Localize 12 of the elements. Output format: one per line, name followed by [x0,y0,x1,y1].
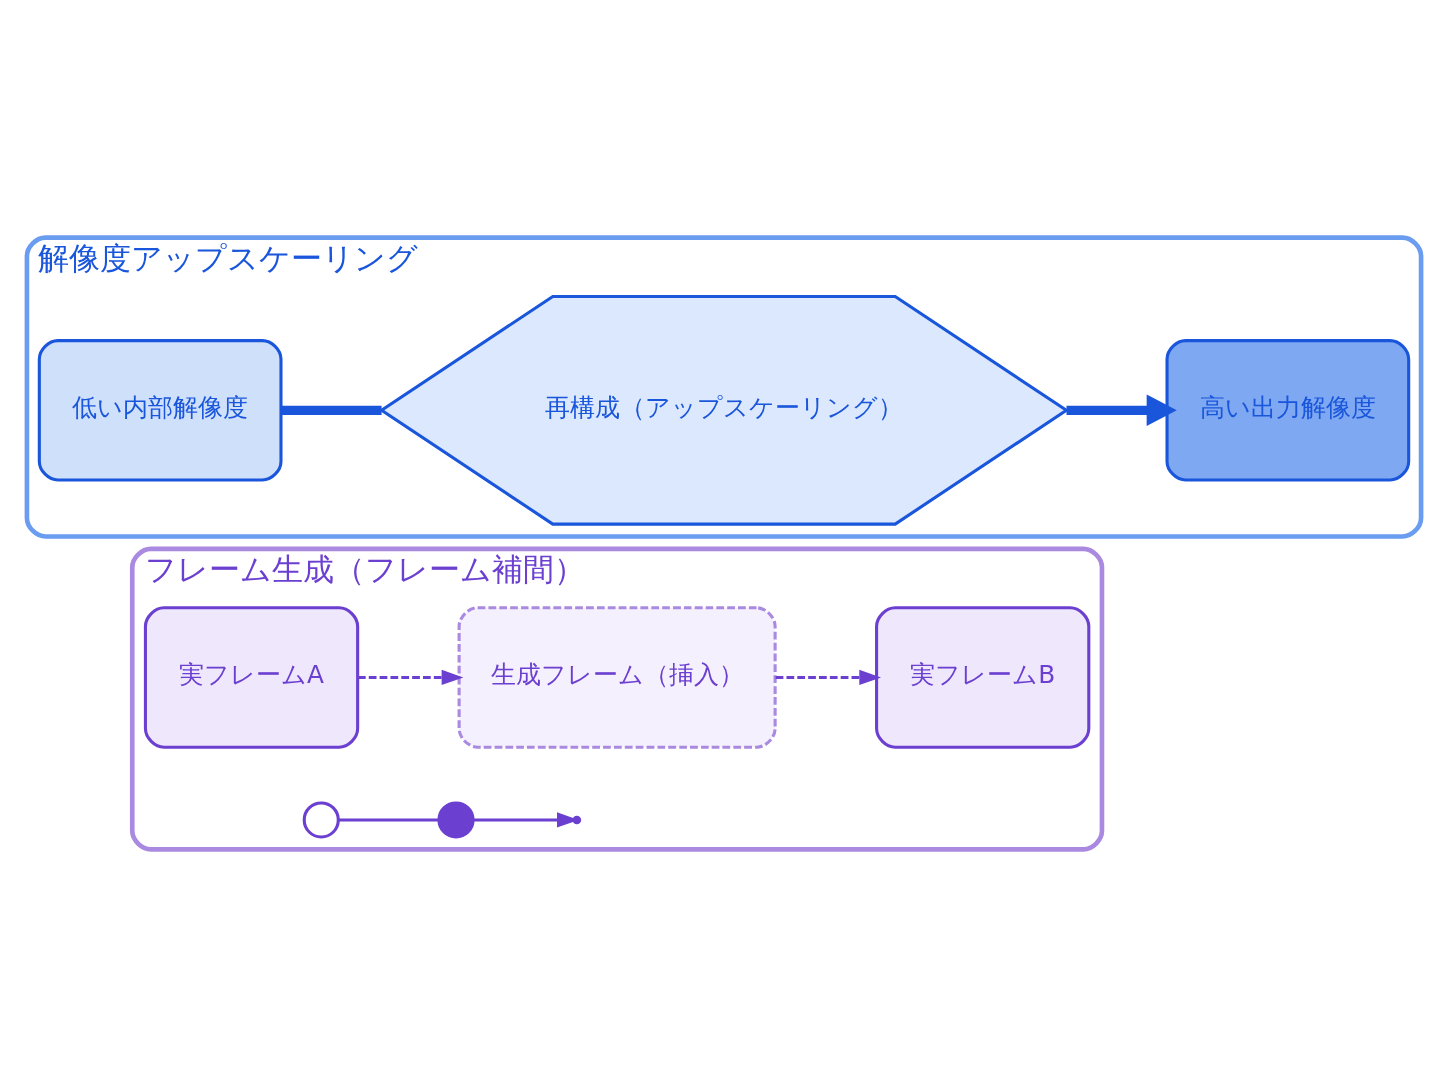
arrow [357,669,464,685]
node-box: 低い内部解像度 [37,338,283,482]
arrow [775,669,882,685]
node-box: 高い出力解像度 [1165,338,1411,482]
node-circle [302,800,340,839]
arrow [1066,393,1177,426]
node-box: 実フレームB [875,605,1091,749]
connector [281,405,382,415]
node-circle [437,800,475,839]
connector [338,817,439,822]
node-box: 生成フレーム（挿入） [457,605,777,749]
node-box: 実フレームA [143,605,360,749]
